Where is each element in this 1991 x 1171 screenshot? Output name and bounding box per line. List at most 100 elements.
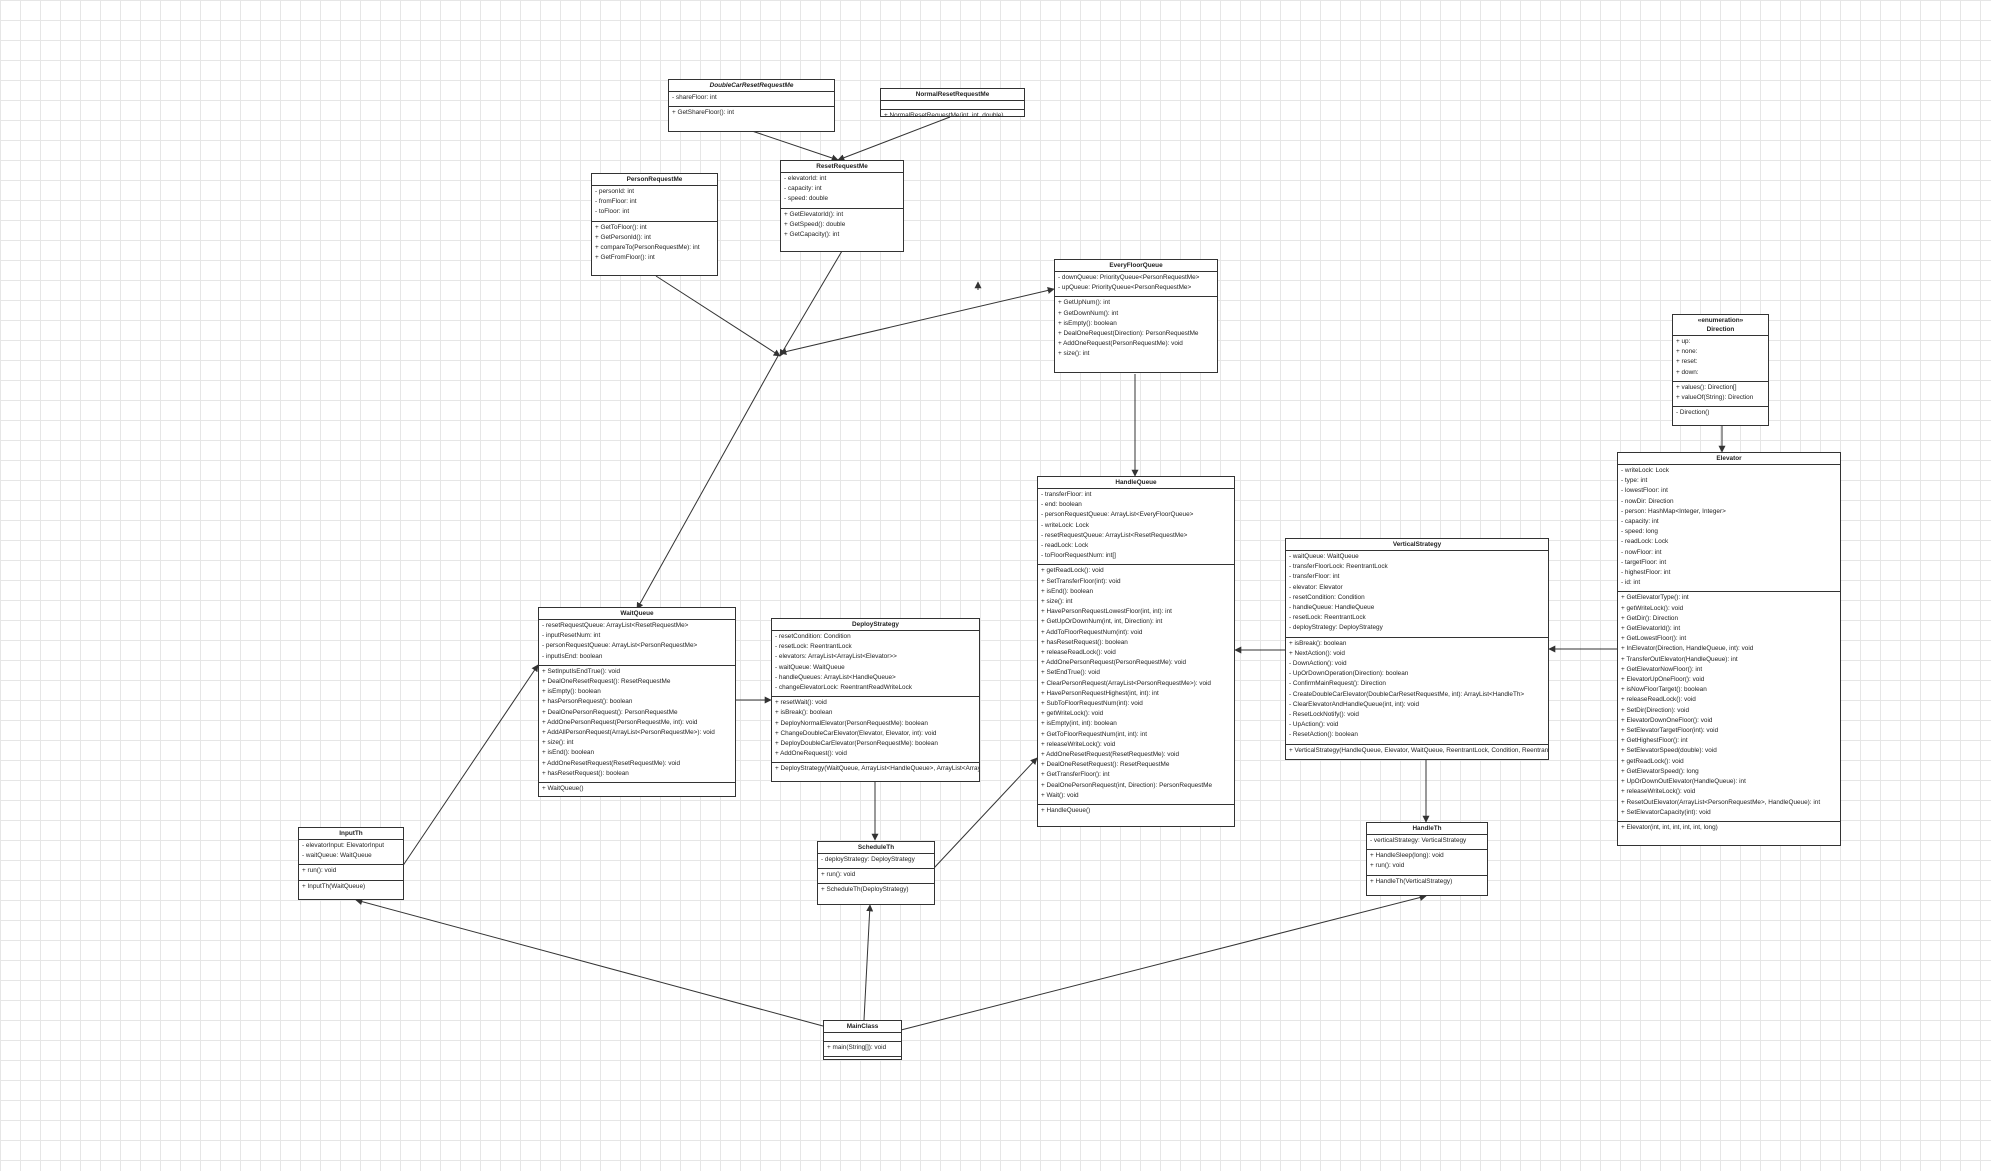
- class-header: PersonRequestMe: [592, 174, 717, 186]
- field-line: - personRequestQueue: ArrayList<EveryFlo…: [1041, 511, 1194, 519]
- class-methods: + resetWait(): void + isBreak(): boolean +…: [772, 697, 979, 764]
- field-line: - verticalStrategy: VerticalStrategy: [1370, 837, 1467, 844]
- method-line: + DeployDoubleCarElevator(PersonRequestM…: [775, 740, 938, 748]
- class-methods: + GetShareFloor(): int: [669, 107, 834, 121]
- field-line: - transferFloor: int: [1041, 491, 1092, 498]
- field-line: - readLock: Lock: [1041, 542, 1089, 550]
- class-name: MainClass: [846, 1023, 879, 1030]
- class-header: HandleTh: [1367, 823, 1487, 835]
- field-line: - resetRequestQueue: ArrayList<ResetRequ…: [542, 622, 689, 629]
- field-line: - downQueue: PriorityQueue<PersonRequest…: [1058, 274, 1200, 281]
- method-line: + isNowFloorTarget(): boolean: [1621, 686, 1707, 694]
- class-header: DoubleCarResetRequestMe: [669, 80, 834, 92]
- method-line: + getWriteLock(): void: [1041, 710, 1104, 718]
- field-line: - lowestFloor: int: [1621, 487, 1668, 495]
- method-line: + isBreak(): boolean: [775, 709, 833, 717]
- class-methods: + GetToFloor(): int+ GetPersonId(): int+…: [592, 222, 717, 267]
- class-header: ResetRequestMe: [781, 161, 903, 173]
- method-line: + UpOrDownOutElevator(HandleQueue): int: [1621, 778, 1746, 786]
- class-methods: + GetUpNum(): int+ GetDownNum(): int+ is…: [1055, 297, 1217, 362]
- method-line: + HandleSleep(long): void: [1370, 852, 1444, 860]
- class-header: HandleQueue: [1038, 477, 1234, 489]
- field-line: - readLock: Lock: [1621, 538, 1669, 546]
- class-input-th[interactable]: InputTh - elevatorInput: ElevatorInput - w…: [298, 827, 404, 900]
- class-name: PersonRequestMe: [626, 176, 683, 183]
- method-line: + SetInputIsEndTrue(): void: [542, 667, 621, 675]
- field-line: - deployStrategy: DeployStrategy: [821, 856, 915, 863]
- class-header: MainClass: [824, 1021, 901, 1033]
- method-line: + GetHighestFloor(): int: [1621, 737, 1688, 745]
- class-elevator[interactable]: Elevator- writeLock: Lock- type: int- lo…: [1617, 452, 1841, 846]
- method-line: + SetElevatorCapacity(int): void: [1621, 808, 1711, 816]
- class-methods: + run(): void: [818, 869, 934, 885]
- class-methods: + isBreak(): boolean+ NextAction(): void…: [1286, 638, 1548, 745]
- class-deploy-strategy[interactable]: DeployStrategy- resetCondition: Conditio…: [771, 618, 980, 782]
- method-line: + GetPersonId(): int: [595, 233, 651, 241]
- method-line: + AddToFloorRequestNum(int): void: [1041, 628, 1143, 636]
- method-line: + DealOneRequest(Direction): PersonReque…: [1058, 330, 1199, 338]
- field-line: - targetFloor: int: [1621, 558, 1667, 566]
- class-methods: + GetElevatorType(): int + getWriteLock()…: [1618, 592, 1840, 822]
- class-header: Elevator: [1618, 453, 1840, 465]
- class-methods: + main(String[]): void: [824, 1042, 901, 1058]
- method-line: + getReadLock(): void: [1621, 757, 1684, 765]
- field-line: + none:: [1676, 348, 1698, 356]
- class-handle-th[interactable]: HandleTh - verticalStrategy: VerticalStra…: [1366, 822, 1488, 896]
- class-schedule-th[interactable]: ScheduleTh- deployStrategy: DeployStrate…: [817, 841, 935, 905]
- method-line: + isEnd(): boolean: [542, 749, 595, 757]
- field-line: - person: HashMap<Integer, Integer>: [1621, 507, 1726, 515]
- class-constructors: + DeployStrategy(WaitQueue, ArrayList<Ha…: [772, 763, 979, 777]
- field-line: - changeElevatorLock: ReentrantReadWrite…: [775, 684, 912, 692]
- field-line: - elevatorInput: ElevatorInput: [302, 842, 385, 849]
- constructor-line: + HandleQueue(): [1041, 807, 1091, 815]
- method-line: + GetUpOrDownNum(int, int, Direction): i…: [1041, 618, 1163, 626]
- class-header: InputTh: [299, 828, 403, 840]
- class-main-class[interactable]: MainClass+ main(String[]): void+ MainCla…: [823, 1020, 902, 1060]
- class-vertical-strategy[interactable]: VerticalStrategy- waitQueue: WaitQueue- …: [1285, 538, 1549, 760]
- class-person-request-me[interactable]: PersonRequestMe- personId: int- fromFloo…: [591, 173, 718, 276]
- field-line: - resetLock: ReentrantLock: [775, 643, 852, 651]
- field-line: - waitQueue: WaitQueue: [302, 852, 372, 860]
- method-line: + DealOneResetRequest(): ResetRequestMe: [1041, 761, 1170, 769]
- class-reset-request-me[interactable]: ResetRequestMe- elevatorId: int- capacit…: [780, 160, 904, 252]
- method-line: + GetElevatorType(): int: [1621, 594, 1689, 602]
- field-line: - transferFloor: int: [1289, 573, 1340, 581]
- field-line: - capacity: int: [1621, 518, 1659, 526]
- field-line: - end: boolean: [1041, 501, 1082, 509]
- class-wait-queue[interactable]: WaitQueue - resetRequestQueue: ArrayList<…: [538, 607, 736, 797]
- class-every-floor-queue[interactable]: EveryFloorQueue- downQueue: PriorityQueu…: [1054, 259, 1218, 373]
- constructor-line: - Direction(): [1676, 409, 1710, 417]
- class-direction[interactable]: «enumeration»Direction+ up:+ none:+ rese…: [1672, 314, 1769, 426]
- method-line: + DealOneResetRequest(): ResetRequestMe: [542, 678, 671, 686]
- class-double-car-reset-request-me[interactable]: DoubleCarResetRequestMe- shareFloor: int…: [668, 79, 835, 132]
- field-line: - nowFloor: int: [1621, 548, 1662, 556]
- class-normal-reset-request-me[interactable]: NormalResetRequestMe+ NormalResetRequest…: [880, 88, 1025, 117]
- method-line: + GetSpeed(): double: [784, 220, 846, 228]
- method-line: + getWriteLock(): void: [1621, 604, 1684, 612]
- method-line: - ConfirmMainRequest(): Direction: [1289, 680, 1386, 688]
- method-line: + GetUpNum(): int: [1058, 299, 1111, 307]
- class-fields: [824, 1033, 901, 1042]
- field-line: - id: int: [1621, 579, 1641, 587]
- field-line: - handleQueues: ArrayList<HandleQueue>: [775, 673, 896, 681]
- class-fields: [881, 101, 1024, 110]
- constructor-line: + DeployStrategy(WaitQueue, ArrayList<Ha…: [775, 765, 980, 773]
- method-line: + NextAction(): void: [1289, 649, 1345, 657]
- field-line: - waitQueue: WaitQueue: [1289, 553, 1359, 560]
- field-line: - deployStrategy: DeployStrategy: [1289, 624, 1383, 632]
- class-name: WaitQueue: [620, 610, 654, 617]
- class-stereotype: «enumeration»: [1697, 317, 1744, 324]
- method-line: + run(): void: [821, 871, 856, 879]
- method-line: + resetWait(): void: [775, 699, 827, 707]
- constructor-line: + VerticalStrategy(HandleQueue, Elevator…: [1289, 746, 1549, 754]
- class-name: DoubleCarResetRequestMe: [709, 82, 794, 89]
- method-line: - ResetLockNotify(): void: [1289, 711, 1359, 719]
- class-handle-queue[interactable]: HandleQueue - transferFloor: int - end: bo…: [1037, 476, 1235, 827]
- class-fields: - elevatorId: int- capacity: int- speed:…: [781, 173, 903, 209]
- method-line: + releaseReadLock(): void: [1041, 649, 1116, 657]
- class-fields: - verticalStrategy: VerticalStrategy: [1367, 835, 1487, 851]
- method-line: + SetElevatorSpeed(double): void: [1621, 747, 1717, 755]
- class-methods: + HandleSleep(long): void+ run(): void: [1367, 850, 1487, 876]
- class-constructors: + ScheduleTh(DeployStrategy): [818, 884, 934, 898]
- field-line: - personRequestQueue: ArrayList<PersonRe…: [542, 642, 698, 650]
